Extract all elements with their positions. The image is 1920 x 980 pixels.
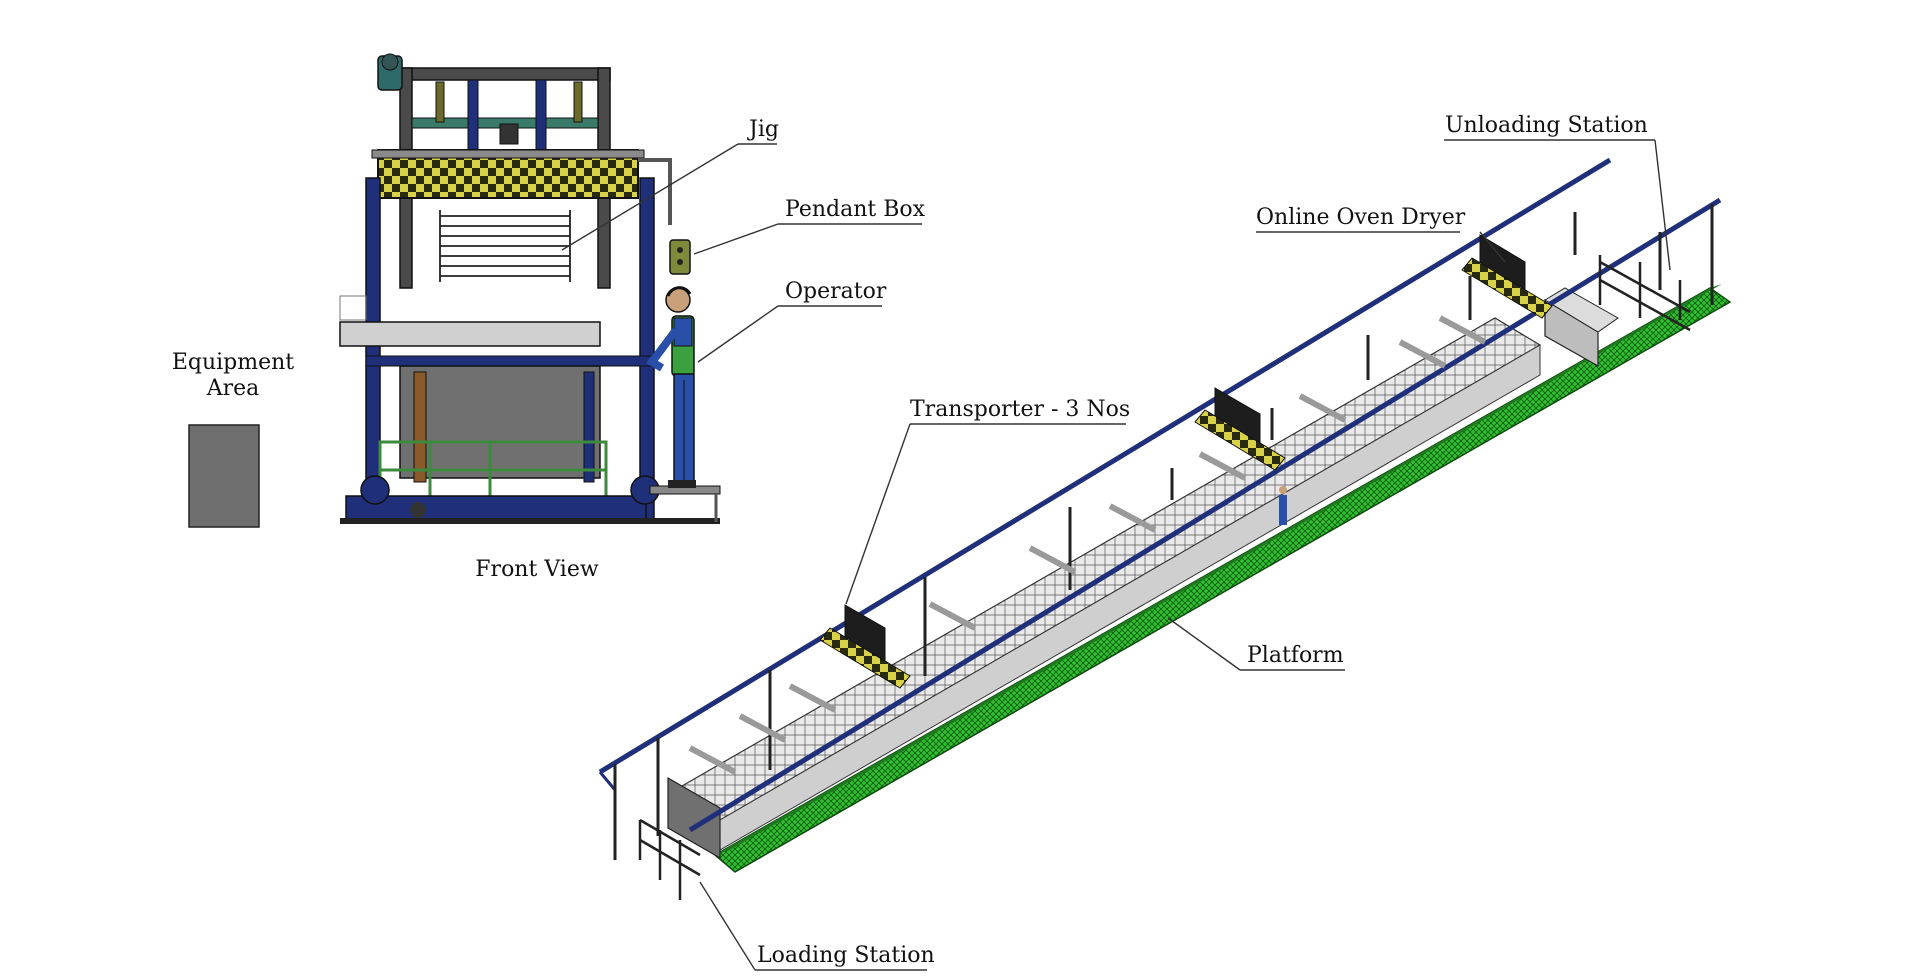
jig-bar [371, 149, 645, 199]
equipment-area-block [188, 424, 260, 528]
label-pendant-box: Pendant Box [785, 197, 926, 222]
label-transporter: Transporter - 3 Nos [910, 397, 1130, 422]
label-unloading-station: Unloading Station [1445, 113, 1648, 138]
hoist-motor-icon [377, 53, 403, 91]
label-platform: Platform [1247, 643, 1344, 668]
unloading-station-frame [1598, 255, 1691, 332]
callout-pendant-box: Pendant Box [693, 197, 926, 255]
callout-loading-station: Loading Station [699, 881, 935, 971]
label-jig: Jig [747, 117, 779, 142]
label-operator: Operator [785, 279, 887, 304]
label-equipment-area-line1: Equipment [172, 350, 294, 375]
callout-online-oven-dryer: Online Oven Dryer [1256, 205, 1506, 263]
transporter-icon [819, 604, 911, 689]
label-front-view: Front View [475, 557, 599, 582]
isometric-line-drawing [598, 157, 1732, 900]
callout-platform: Platform [1167, 617, 1345, 671]
loading-station-frame [638, 818, 701, 900]
operator-figure [646, 286, 696, 488]
jig-rack [439, 210, 571, 282]
platform-worker-figure [1279, 486, 1287, 525]
callout-transporter: Transporter - 3 Nos [845, 397, 1130, 605]
callout-jig: Jig [561, 117, 779, 251]
callout-operator: Operator [697, 279, 887, 363]
label-equipment-area-line2: Area [206, 376, 260, 401]
callout-unloading-station: Unloading Station [1444, 113, 1671, 271]
rail-posts [613, 204, 1714, 860]
oven-dryer-icon [1461, 234, 1553, 319]
platform-grating [713, 287, 1732, 873]
callout-equipment-area: Equipment Area [172, 350, 294, 401]
label-online-oven-dryer: Online Oven Dryer [1256, 205, 1466, 230]
front-view-drawing [339, 53, 721, 524]
pendant-box-icon [669, 239, 691, 275]
label-loading-station: Loading Station [757, 943, 935, 968]
transporter-icon [1194, 387, 1286, 471]
